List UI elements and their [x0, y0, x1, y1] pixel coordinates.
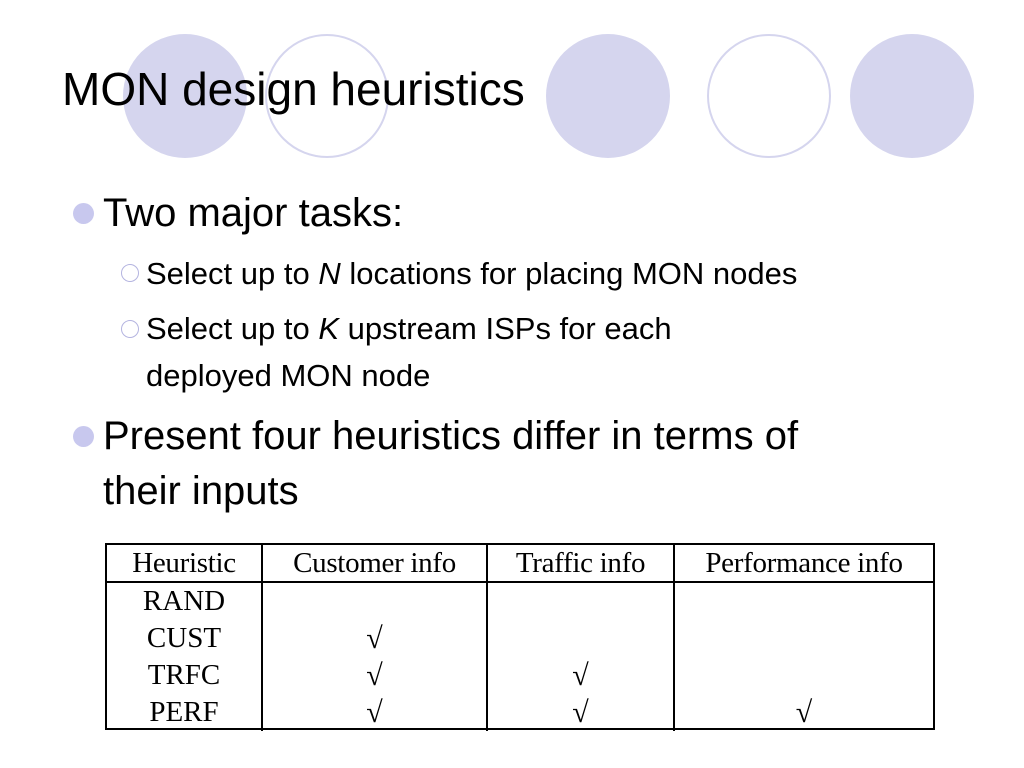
check-mark: √ — [366, 622, 383, 655]
sub-bullet-part: deployed MON node — [146, 358, 431, 393]
decorative-circle-2 — [265, 34, 389, 158]
sub-bullet-text-continued: deployed MON node — [146, 352, 430, 399]
slide-title: MON design heuristics — [62, 63, 525, 115]
check-mark: √ — [366, 659, 383, 692]
check-mark — [488, 583, 673, 620]
check-mark: √ — [572, 659, 589, 692]
bullet-text: Two major tasks: — [103, 187, 403, 239]
check-mark — [675, 657, 933, 694]
check-mark: √ — [366, 696, 383, 729]
check-mark — [263, 583, 486, 620]
header-customer-info: Customer info — [262, 545, 488, 583]
sub-bullet-ring — [121, 320, 139, 338]
decorative-circle-5 — [850, 34, 974, 158]
decorative-circle-4 — [707, 34, 831, 158]
check-mark — [675, 620, 933, 657]
check-mark — [488, 620, 673, 657]
bullet-dot — [73, 203, 94, 224]
table-body: RAND CUST TRFC PERF √ √ √ √ √ — [107, 582, 933, 731]
header-traffic-info: Traffic info — [487, 545, 675, 583]
heuristics-table: Heuristic Customer info Traffic info Per… — [105, 543, 935, 731]
bullet-label: their inputs — [103, 469, 299, 513]
sub-bullet-text: Select up to K upstream ISPs for each — [146, 305, 672, 352]
column-heuristic: RAND CUST TRFC PERF — [107, 582, 263, 731]
heuristic-name: TRFC — [147, 659, 221, 691]
check-mark: √ — [795, 696, 813, 729]
heuristic-name: PERF — [149, 696, 219, 728]
decorative-circle-3 — [546, 34, 670, 158]
bullet-label: Two major tasks: — [103, 191, 404, 235]
sub-bullet-part: Select up to — [146, 311, 319, 346]
variable-n: N — [318, 256, 341, 291]
table-header-row: Heuristic Customer info Traffic info Per… — [107, 545, 933, 583]
header-performance-info: Performance info — [674, 545, 933, 583]
column-customer-info: √ √ √ — [262, 582, 488, 731]
heuristic-name: RAND — [142, 585, 226, 617]
check-mark: √ — [572, 696, 589, 729]
bullet-dot — [73, 426, 94, 447]
decorative-circle-1 — [123, 34, 247, 158]
sub-bullet-part: Select up to — [146, 256, 319, 291]
variable-k: K — [318, 311, 340, 346]
check-mark — [675, 583, 933, 620]
column-performance-info: √ — [674, 582, 933, 731]
bullet-label: Present four heuristics differ in terms … — [103, 414, 799, 458]
heuristic-name: CUST — [146, 622, 222, 654]
sub-bullet-part: upstream ISPs for each — [339, 311, 672, 346]
column-traffic-info: √ √ — [487, 582, 675, 731]
header-heuristic: Heuristic — [107, 545, 263, 583]
bullet-text-continued: their inputs — [103, 465, 299, 517]
bullet-text: Present four heuristics differ in terms … — [103, 410, 798, 462]
sub-bullet-text: Select up to N locations for placing MON… — [146, 250, 797, 297]
sub-bullet-ring — [121, 264, 139, 282]
sub-bullet-part: locations for placing MON nodes — [340, 256, 798, 291]
